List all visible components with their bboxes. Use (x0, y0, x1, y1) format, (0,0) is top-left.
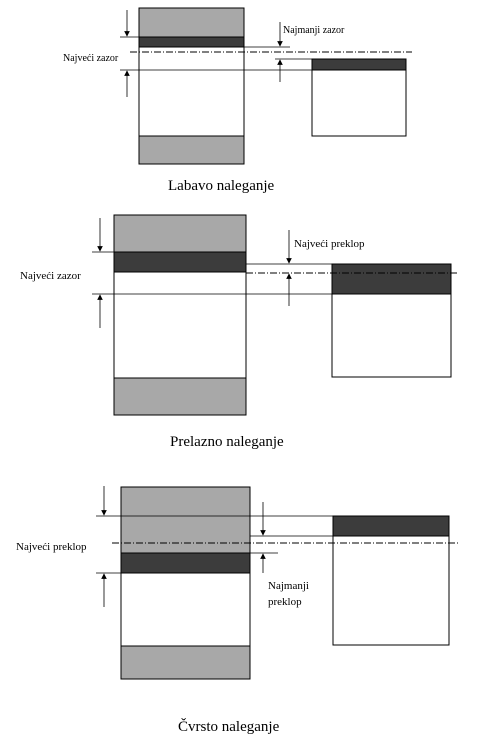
shaft-tolerance-band (311, 58, 407, 71)
hole-block-white (113, 271, 247, 379)
panel-transition-fit: Najveći zazor Najveći preklop Prelazno n… (20, 214, 458, 450)
caption-interference-fit: Čvrsto naleganje (178, 718, 280, 735)
label-max-clearance: Najveći zazor (20, 270, 81, 282)
label-min-interference-line1: Najmanji (268, 580, 309, 592)
hole-block-white (138, 46, 245, 137)
hole-tolerance-band (138, 36, 245, 48)
hole-tolerance-band (113, 251, 247, 273)
caption-transition-fit: Prelazno naleganje (170, 434, 284, 450)
shaft-tolerance-band (331, 263, 452, 295)
panel-clearance-fit: Najveći zazor Najmanji zazor Labavo nale… (63, 7, 412, 194)
panel-interference-fit: Najveći preklop Najmanji preklop Čvrsto … (16, 486, 458, 735)
shaft-tolerance-band (332, 515, 450, 537)
label-min-interference-line2: preklop (268, 596, 302, 608)
label-max-clearance: Najveći zazor (63, 53, 119, 64)
shaft-block (332, 515, 450, 646)
caption-clearance-fit: Labavo naleganje (168, 178, 275, 194)
label-max-interference: Najveći preklop (16, 541, 87, 553)
hole-tolerance-band (120, 552, 251, 574)
hole-block-white (120, 572, 251, 647)
label-min-clearance: Najmanji zazor (283, 25, 345, 36)
label-max-interference: Najveći preklop (294, 238, 365, 250)
shaft-block (311, 58, 407, 137)
